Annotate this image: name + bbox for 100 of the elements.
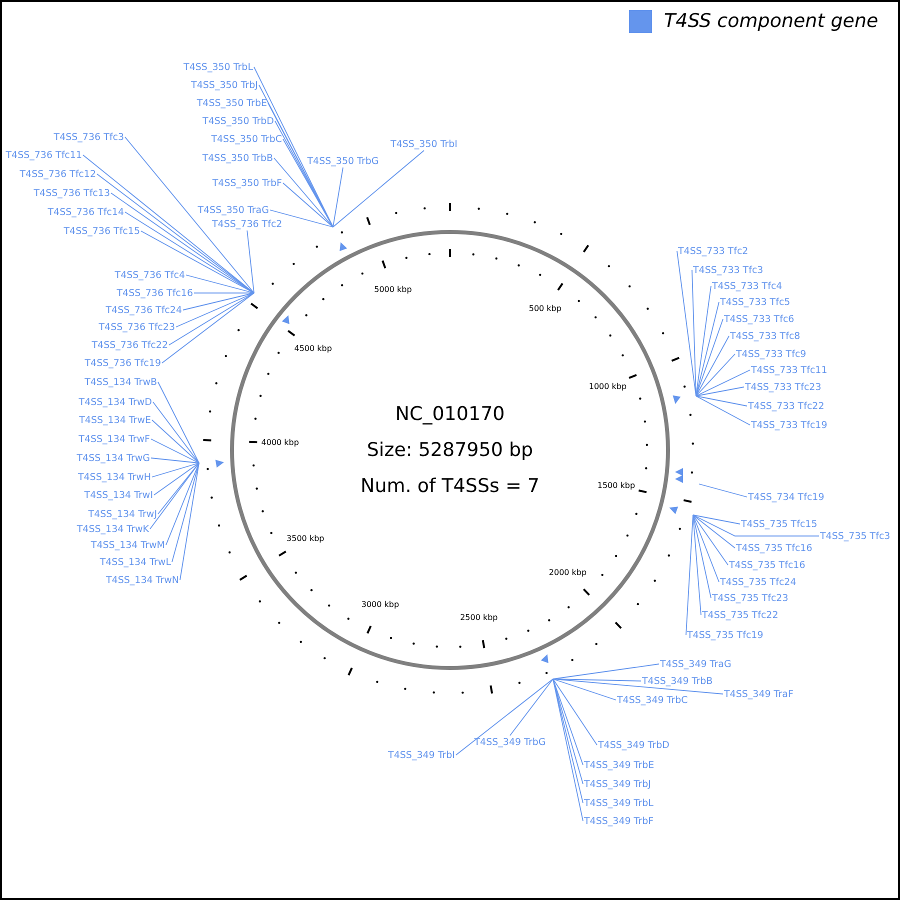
leader-line: [552, 664, 660, 680]
gene-label: T4SS_349 TraG: [660, 658, 732, 670]
leader-line: [150, 462, 200, 530]
scale-label: 5000 kbp: [374, 284, 412, 295]
gene-label: T4SS_134 TrwJ: [88, 508, 157, 520]
leader-line: [158, 382, 200, 464]
gene-label: T4SS_134 TrwM: [90, 540, 165, 550]
gene-label: T4SS_350 TraG: [198, 204, 269, 216]
leader-line: [332, 150, 424, 228]
gene-label: T4SS_733 Tfc5: [720, 296, 790, 308]
leader-line: [552, 678, 642, 682]
gene-label: T4SS_736 Tfc24: [106, 304, 182, 316]
gene-label: T4SS_349 TrbI: [388, 750, 455, 760]
gene-label: T4SS_134 TrwG: [76, 452, 150, 464]
leader-line: [176, 292, 254, 328]
leader-line: [456, 678, 554, 756]
gene-label: T4SS_735 Tfc24: [720, 576, 796, 588]
leader-line: [696, 396, 748, 406]
gene-label: T4SS_735 Tfc3: [820, 530, 890, 542]
gene-label: T4SS_350 TrbF: [212, 178, 282, 188]
gene-label: T4SS_350 TrbG: [307, 156, 379, 166]
gene-label: T4SS_350 TrbD: [202, 116, 274, 126]
legend-text: T4SS component gene: [664, 9, 878, 33]
gene-label: T4SS_134 TrwK: [76, 524, 149, 534]
leader-line: [180, 462, 200, 580]
leader-line: [696, 370, 750, 396]
leader-line: [552, 678, 598, 746]
leader-line: [186, 274, 254, 294]
leader-line: [676, 250, 696, 396]
gene-label: T4SS_350 TrbC: [211, 134, 282, 144]
gene-label: T4SS_733 Tfc4: [712, 280, 782, 292]
gene-label: T4SS_350 TrbJ: [191, 80, 258, 90]
gene-label: T4SS_134 TrwD: [78, 396, 152, 408]
scale-label: 4000 kbp: [261, 438, 299, 448]
scale-label: 4500 kbp: [294, 344, 332, 354]
gene-label: T4SS_733 Tfc19: [751, 420, 828, 430]
leader-line: [552, 678, 724, 694]
gene-label: T4SS_736 Tfc11: [6, 150, 82, 160]
gene-label: T4SS_736 Tfc22: [92, 340, 168, 350]
leader-line: [152, 420, 200, 464]
gene-label: T4SS_350 TrbI: [390, 138, 458, 150]
gene-label: T4SS_733 Tfc3: [693, 264, 764, 276]
gene-label: T4SS_736 Tfc14: [48, 206, 124, 218]
leader-line: [692, 514, 712, 598]
leader-line: [274, 158, 334, 228]
gene-label: T4SS_736 Tfc2: [212, 218, 282, 230]
gene-label: T4SS_736 Tfc12: [20, 168, 96, 180]
gene-label: T4SS_349 TraF: [724, 688, 794, 700]
leader-line: [166, 462, 200, 546]
leader-line: [696, 354, 736, 396]
gene-label: T4SS_736 Tfc3: [54, 132, 124, 142]
leader-line: [510, 678, 554, 736]
scale-label: 2500 kbp: [460, 612, 498, 623]
leader-line: [162, 292, 254, 364]
gene-label: T4SS_733 Tfc2: [678, 246, 748, 256]
leader-line: [692, 514, 736, 548]
leader-line: [194, 292, 254, 294]
gene-label: T4SS_735 Tfc22: [702, 610, 778, 620]
leader-line: [182, 292, 254, 310]
leader-line: [140, 230, 254, 294]
gene-label: T4SS_735 Tfc16: [736, 542, 812, 554]
leader-line: [96, 174, 254, 294]
gene-label: T4SS_733 Tfc23: [745, 382, 822, 392]
gene-label: T4SS_733 Tfc9: [736, 348, 806, 360]
leader-line: [696, 286, 712, 396]
leader-line: [82, 154, 254, 294]
gene-label: T4SS_350 TrbB: [202, 152, 273, 164]
scale-label: 500 kbp: [528, 304, 562, 314]
gene-label: T4SS_736 Tfc4: [114, 270, 185, 280]
leader-line: [168, 292, 254, 346]
leader-line: [696, 336, 730, 396]
gene-label: T4SS_733 Tfc8: [730, 330, 800, 342]
leader-line: [696, 386, 744, 396]
leader-line: [274, 120, 334, 228]
gene-label: T4SS_349 TrbJ: [584, 778, 651, 790]
gene-label: T4SS_349 TrbF: [584, 816, 654, 826]
center-text: Size: 5287950 bp: [366, 438, 534, 462]
scale-label: 3500 kbp: [286, 534, 324, 544]
leader-line: [150, 438, 200, 464]
leader-line: [552, 678, 584, 766]
leader-line: [552, 678, 616, 700]
center-text: Num. of T4SSs = 7: [360, 474, 540, 498]
gene-label: T4SS_134 TrwB: [84, 376, 157, 388]
gene-label: T4SS_735 Tfc15: [741, 518, 818, 530]
leader-line: [686, 514, 694, 636]
gene-label: T4SS_735 Tfc16: [729, 560, 806, 570]
gene-label: T4SS_736 Tfc16: [116, 288, 193, 298]
leader-line: [696, 318, 724, 396]
gene-label: T4SS_736 Tfc13: [34, 188, 110, 198]
gene-label: T4SS_733 Tfc11: [751, 364, 828, 376]
gene-label: T4SS_349 TrbL: [584, 798, 654, 808]
leader-line: [158, 462, 200, 514]
scale-label: 2000 kbp: [548, 568, 587, 578]
gene-label: T4SS_736 Tfc23: [98, 322, 175, 332]
gene-label: T4SS_733 Tfc22: [748, 400, 824, 412]
gene-label: T4SS_735 Tfc23: [712, 592, 788, 604]
leader-line: [698, 484, 748, 498]
gene-label: T4SS_349 TrbE: [584, 760, 654, 770]
gene-label: T4SS_134 TrwE: [79, 414, 151, 426]
gene-label: T4SS_736 Tfc15: [64, 226, 140, 236]
